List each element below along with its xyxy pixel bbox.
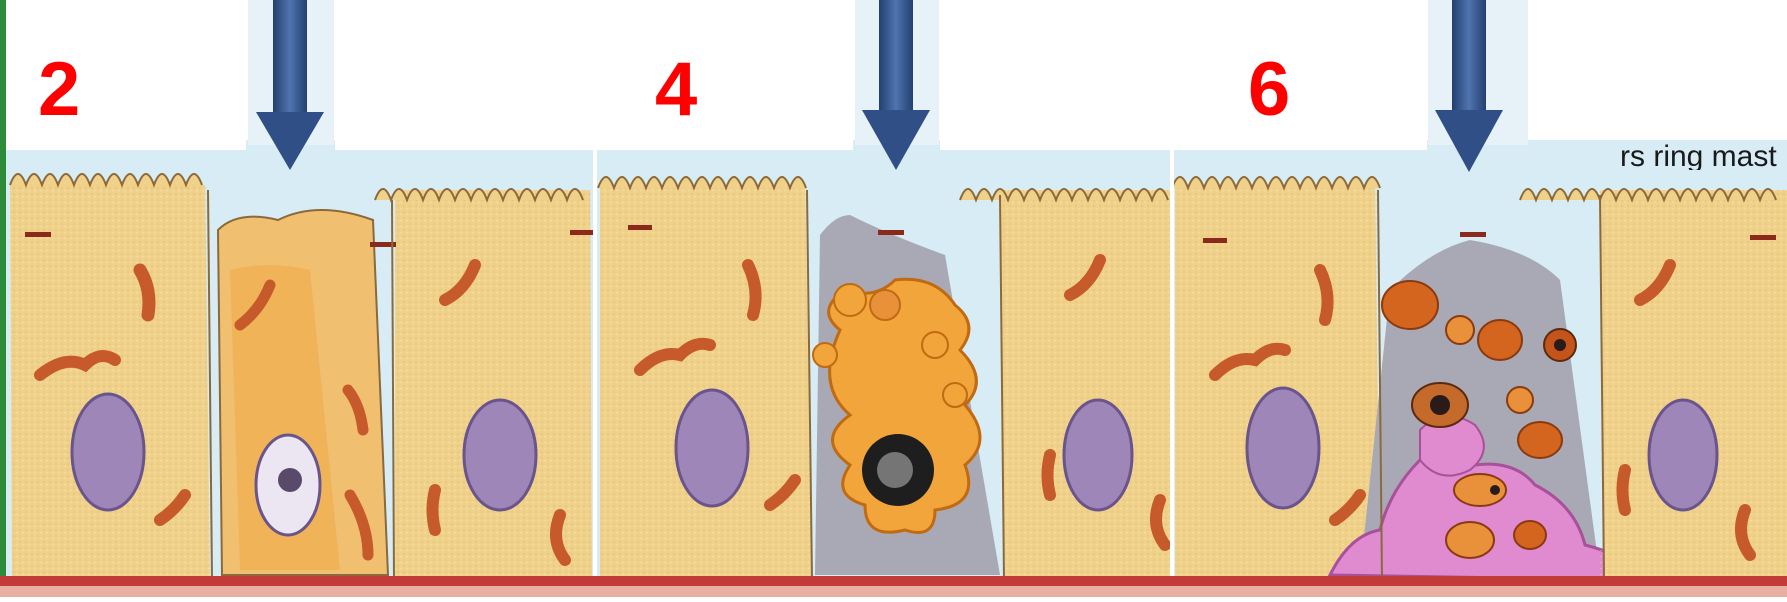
- cell-junction: [1460, 232, 1486, 237]
- step-number-label: 6: [1248, 52, 1290, 128]
- apoptotic-body: [1478, 320, 1522, 360]
- step-number-label: 2: [38, 52, 80, 128]
- mitochondrion: [1623, 470, 1626, 510]
- panel-step-4: [598, 177, 1172, 580]
- label-box: [335, 0, 853, 150]
- nucleus: [72, 394, 144, 510]
- label-box: [1530, 0, 1787, 140]
- cell-junction: [570, 230, 596, 235]
- cell-junction: [878, 230, 904, 235]
- mitochondrion: [1048, 455, 1051, 495]
- nucleus: [1649, 400, 1717, 510]
- label-box: [940, 0, 1427, 150]
- apoptotic-body: [1514, 521, 1546, 549]
- cell-junction: [628, 225, 652, 230]
- apoptotic-body: [1446, 316, 1474, 344]
- cell-junction: [25, 232, 51, 237]
- nucleus: [464, 400, 536, 510]
- basement-membrane: [0, 576, 1787, 586]
- apoptotic-body: [1446, 522, 1494, 558]
- connective-tissue: [0, 586, 1787, 597]
- label-box: [0, 0, 246, 150]
- step-number-label: 4: [655, 52, 697, 128]
- nucleus: [676, 390, 748, 506]
- panel-step-2: [10, 174, 596, 580]
- apoptotic-body: [1507, 387, 1533, 413]
- cell-junction: [1203, 238, 1227, 243]
- down-arrow-icon: [248, 0, 334, 170]
- cell-junction: [1750, 235, 1776, 240]
- mitochondrion: [433, 490, 436, 530]
- down-arrow-icon: [855, 0, 939, 170]
- apoptotic-body: [1382, 281, 1438, 329]
- apoptotic-body: [1518, 422, 1562, 458]
- cropped-caption-text: rs ring mast: [1620, 140, 1787, 170]
- nucleus: [1247, 388, 1319, 508]
- nucleus: [1064, 400, 1132, 510]
